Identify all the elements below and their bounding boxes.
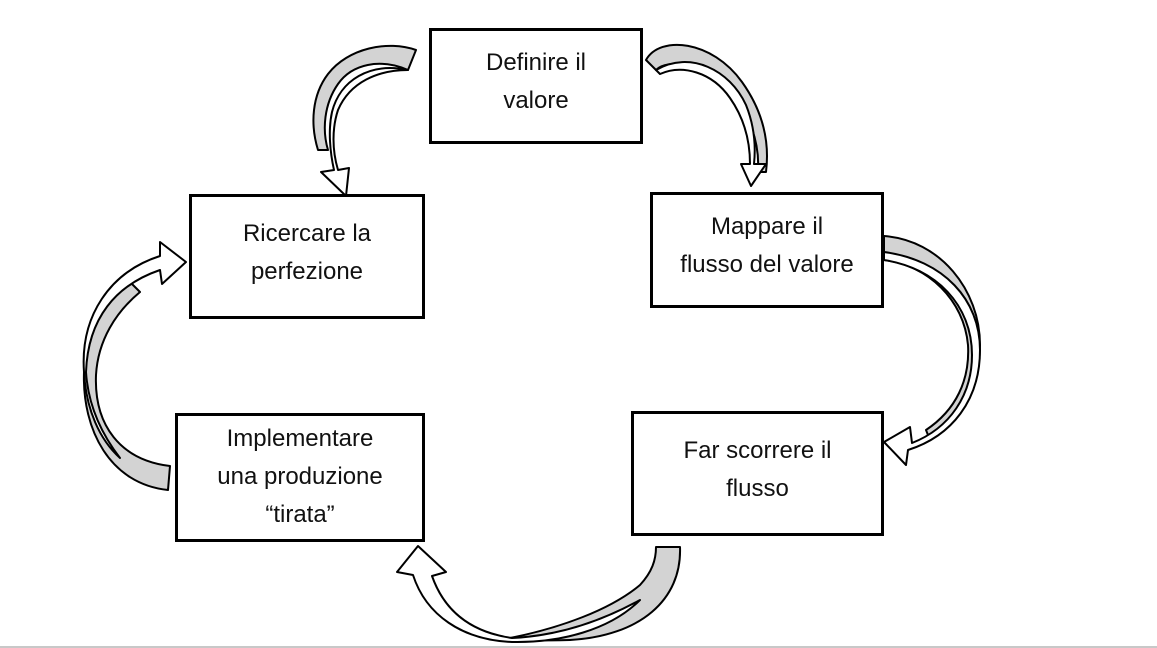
- arrow-mappare-to-far: [883, 235, 981, 466]
- step-mappare-il-flusso: Mappare il flusso del valore: [650, 192, 884, 308]
- arrow-implementare-to-ricercare: [82, 241, 187, 491]
- step-far-scorrere-il-flusso: Far scorrere il flusso: [631, 411, 884, 536]
- arrow-body-plain: [883, 251, 981, 466]
- arrow-far-to-implementare: [396, 545, 682, 644]
- arrow-body-shaded: [312, 44, 417, 151]
- step-ricercare-la-perfezione: Ricercare la perfezione: [189, 194, 425, 319]
- bottom-divider: [0, 646, 1157, 648]
- step-definire-il-valore: Definire il valore: [429, 28, 643, 144]
- arrow-body-plain: [655, 61, 767, 187]
- arrow-body-plain: [320, 67, 409, 197]
- step-label: Definire il valore: [485, 49, 587, 114]
- step-label: Mappare il flusso del valore: [680, 213, 854, 278]
- step-label: Ricercare la perfezione: [242, 219, 372, 285]
- step-implementare-produzione-tirata: Implementare una produzione “tirata”: [175, 413, 425, 542]
- arrow-ricercare-to-definire: [312, 44, 417, 197]
- step-label: Far scorrere il flusso: [683, 436, 832, 502]
- arrow-body-plain: [82, 241, 187, 459]
- step-label: Implementare una produzione “tirata”: [217, 424, 383, 528]
- arrow-body-plain: [396, 545, 641, 644]
- arrow-definire-to-mappare: [645, 43, 768, 187]
